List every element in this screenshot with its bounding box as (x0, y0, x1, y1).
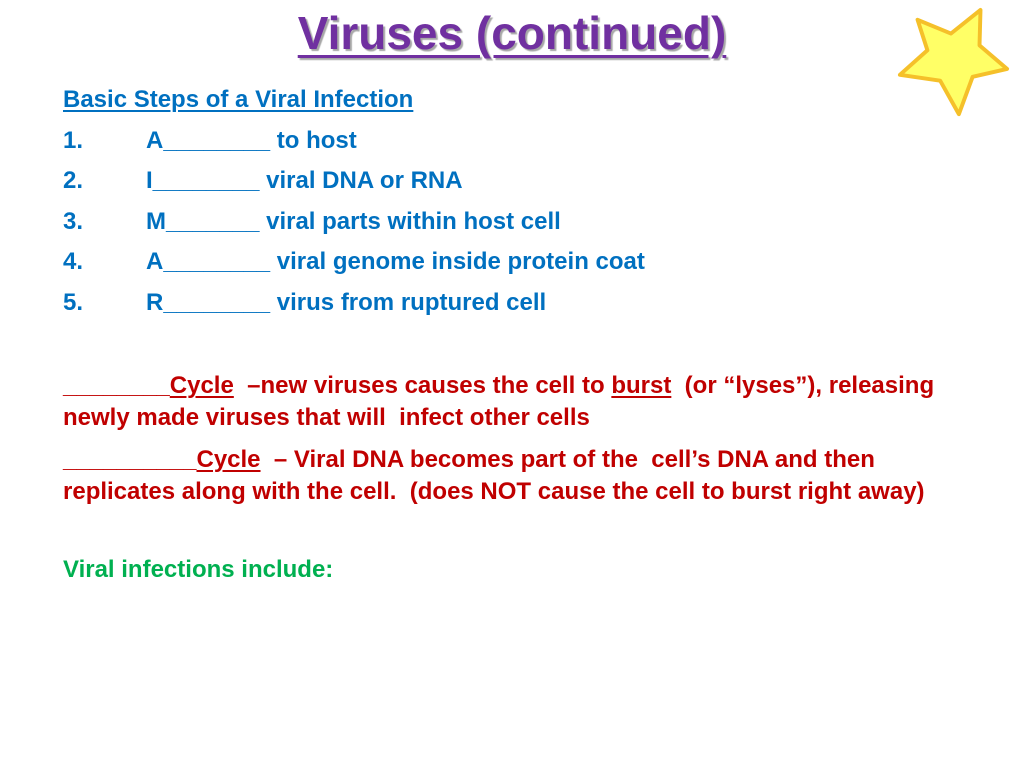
lytic-text-start: –new viruses causes the cell to (233, 372, 612, 399)
lytic-blank: ________ (63, 372, 170, 399)
step-number: 2. (63, 167, 84, 194)
steps-list: 1. A________ to host 2. I________ viral … (63, 121, 953, 324)
step-item: 1. A________ to host (63, 121, 953, 162)
step-text: I________ viral DNA or RNA (146, 167, 463, 194)
step-item: 3. M_______ viral parts within host cell (63, 202, 953, 243)
lytic-text-end: (or “lyses”), releasing newly made virus… (63, 372, 941, 431)
steps-heading: Basic Steps of a Viral Infection (63, 86, 414, 113)
step-number: 3. (63, 207, 84, 235)
step-text: A________ to host (146, 126, 357, 154)
step-item: 2. I________ viral DNA or RNA (63, 161, 953, 202)
lytic-cycle-paragraph: ________Cycle –new viruses causes the ce… (63, 370, 953, 434)
slide-title: Viruses (continued) (297, 7, 727, 59)
step-number: 5. (63, 288, 84, 316)
step-text: A________ viral genome inside protein co… (146, 248, 645, 275)
burst-emphasis: burst (611, 372, 672, 399)
step-number: 1. (63, 126, 84, 154)
lytic-cycle-label: Cycle (169, 372, 234, 399)
viral-infections-label: Viral infections include: (63, 556, 334, 583)
lysogenic-cycle-label: Cycle (196, 446, 261, 473)
lysogenic-cycle-paragraph: __________Cycle – Viral DNA becomes part… (63, 444, 953, 508)
lysogenic-blank: __________ (63, 446, 197, 473)
star-icon (897, 7, 1009, 117)
step-number: 4. (63, 248, 84, 275)
slide-body: Basic Steps of a Viral Infection 1. A___… (63, 80, 953, 590)
step-item: 4. A________ viral genome inside protein… (63, 242, 953, 283)
step-text: M_______ viral parts within host cell (146, 207, 561, 235)
step-item: 5. R________ virus from ruptured cell (63, 283, 953, 324)
step-text: R________ virus from ruptured cell (146, 288, 547, 316)
lysogenic-text: – Viral DNA becomes part of the cell’s D… (63, 446, 925, 505)
